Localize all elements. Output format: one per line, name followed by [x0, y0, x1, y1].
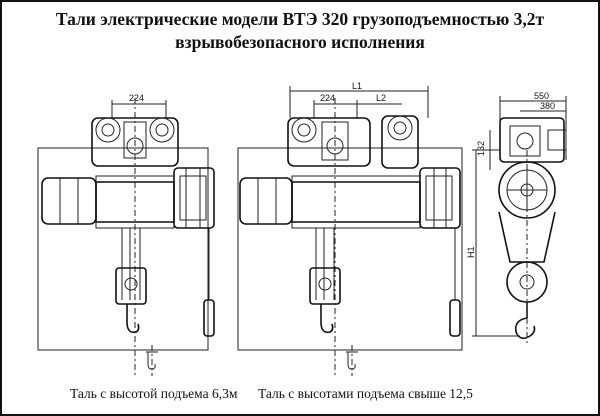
- dim-224-left: 224: [129, 93, 144, 103]
- dim-550: 550: [534, 91, 549, 101]
- dim-h1: H1: [466, 246, 476, 258]
- hoist-side-view: 550 380 132 H1: [466, 91, 567, 346]
- dim-l1: L1: [352, 81, 362, 91]
- hoist-middle-view: L1 224 L2: [237, 81, 463, 376]
- hoist-left-view: 224: [37, 93, 215, 376]
- dim-l2: L2: [376, 93, 386, 103]
- caption-right: Таль с высотами подъема свыше 12,5: [258, 386, 473, 401]
- dim-132: 132: [476, 141, 486, 156]
- caption-left: Таль с высотой подъема 6,3м: [70, 386, 238, 401]
- dim-224-right: 224: [320, 93, 335, 103]
- page-title-line-1: Тали электрические модели ВТЭ 320 грузоп…: [55, 9, 545, 29]
- dim-380: 380: [540, 101, 555, 111]
- page-title-line-2: взрывобезопасного исполнения: [175, 32, 425, 52]
